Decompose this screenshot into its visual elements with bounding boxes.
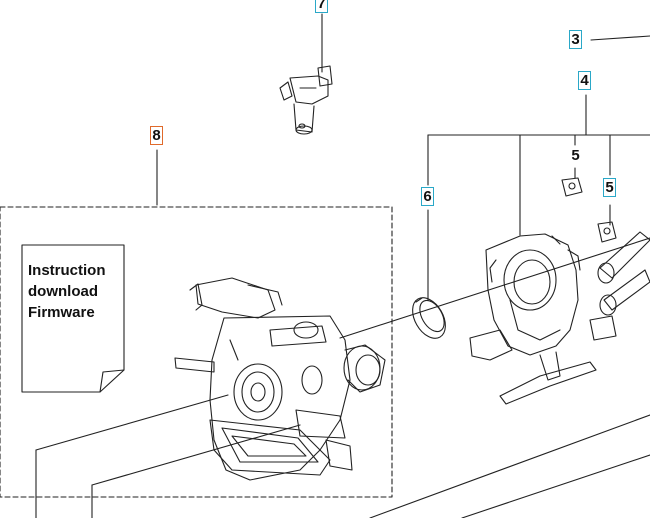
instruction-note: Instruction download Firmware [28,260,128,323]
callout-5-plain[interactable]: 5 [571,147,580,164]
part-6-ring [412,297,446,339]
callout-6[interactable]: 6 [421,187,434,206]
assembly-frame [0,206,393,498]
callout-3[interactable]: 3 [569,30,582,49]
note-line-instruction: Instruction [28,262,106,279]
note-line-download: download [28,283,98,300]
part-8-carburetor [174,277,386,481]
part-5-nuts [561,177,617,243]
part-7-sensor [279,65,333,135]
instruction-note-sheet [21,244,125,393]
note-line-firmware: Firmware [28,304,95,321]
callout-4[interactable]: 4 [578,71,591,90]
leader-lines [35,13,650,518]
part-4-manifold [469,233,597,405]
callout-7[interactable]: 7 [315,0,328,13]
callout-5-boxed[interactable]: 5 [603,178,616,197]
callout-8[interactable]: 8 [150,126,163,145]
part-3-bolts [589,231,650,341]
